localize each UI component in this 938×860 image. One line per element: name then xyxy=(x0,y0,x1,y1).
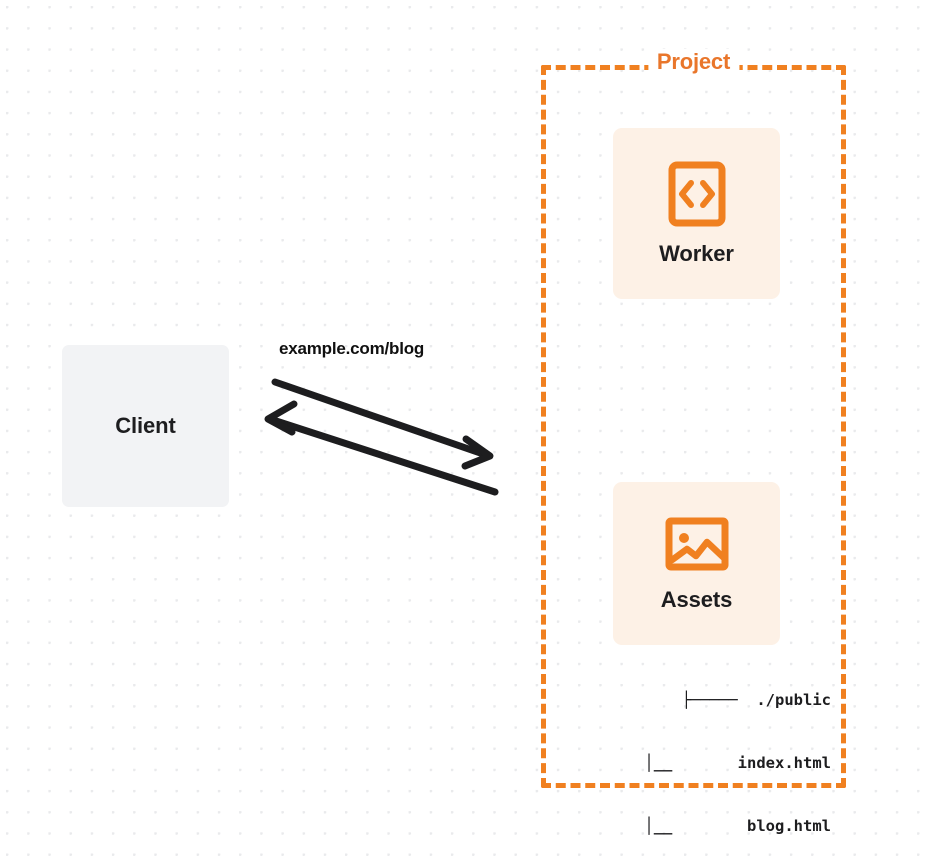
code-brackets-icon xyxy=(664,161,730,227)
connection-arrows xyxy=(264,378,499,496)
project-title: Project xyxy=(647,49,740,75)
connection-label: example.com/blog xyxy=(279,339,425,358)
assets-node[interactable]: Assets xyxy=(613,482,780,645)
worker-node[interactable]: Worker xyxy=(613,128,780,299)
image-picture-icon xyxy=(664,515,730,573)
client-label: Client xyxy=(115,413,176,438)
worker-label: Worker xyxy=(659,240,734,266)
file-tree-row: ├───── ./public xyxy=(681,691,831,709)
assets-file-tree: ├───── ./public │__ index.html │__ blog.… xyxy=(585,648,831,860)
file-tree-row: │__ blog.html xyxy=(644,817,831,835)
client-node[interactable]: Client xyxy=(62,345,229,507)
assets-label: Assets xyxy=(660,586,733,612)
project-container: Project Worker Assets xyxy=(541,49,846,835)
file-tree-row: │__ index.html xyxy=(644,754,831,772)
response-arrow xyxy=(264,400,499,496)
request-arrow xyxy=(271,378,494,470)
